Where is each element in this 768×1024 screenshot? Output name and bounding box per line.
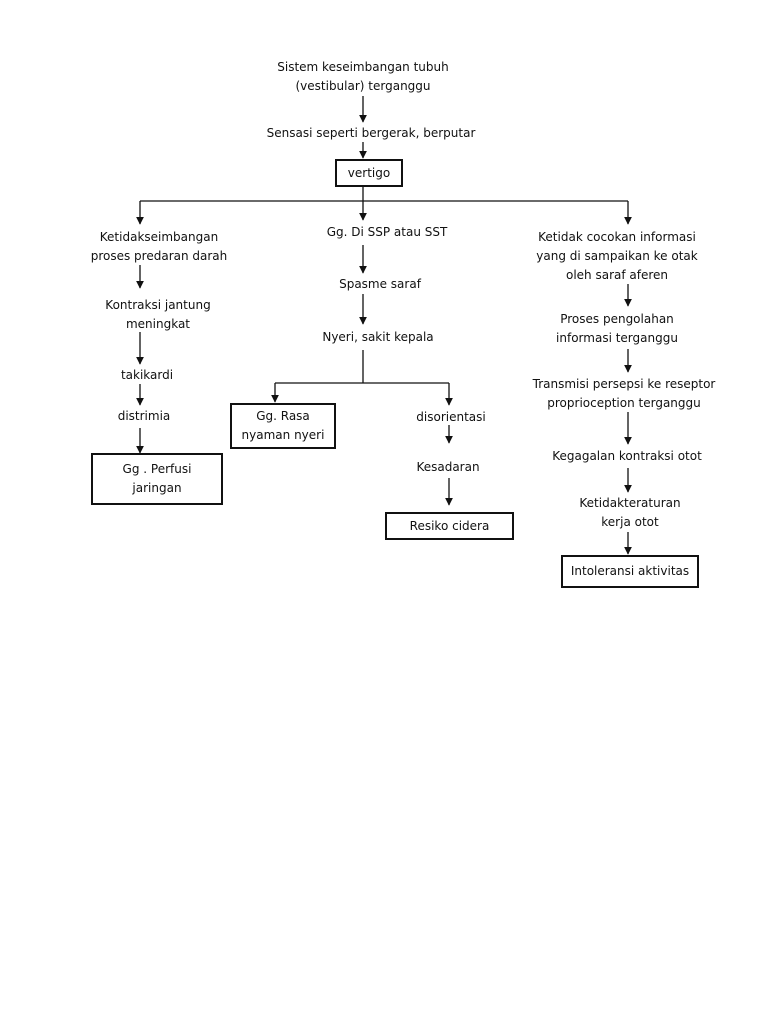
middle-left-result-line-1: Gg. Rasa [256, 409, 310, 423]
left-node-2-line-1: Kontraksi jantung [105, 298, 211, 312]
middle-node-1: Gg. Di SSP atau SST [326, 225, 448, 239]
middle-right-node-2: Kesadaran [416, 460, 480, 474]
middle-node-2: Spasme saraf [339, 277, 421, 291]
left-node-4: distrimia [117, 409, 171, 423]
right-node-2: Proses pengolahan informasi terganggu [556, 310, 678, 348]
right-node-1-line-3: oleh saraf aferen [565, 268, 669, 282]
middle-left-result-line-2: nyaman nyeri [241, 428, 325, 442]
vertigo-box: vertigo [335, 159, 403, 187]
right-node-2-line-1: Proses pengolahan [560, 312, 674, 326]
right-node-1: Ketidak cocokan informasi yang di sampai… [536, 228, 697, 285]
right-node-3-line-2: proprioception terganggu [547, 396, 701, 410]
root-line-1: Sistem keseimbangan tubuh [277, 60, 449, 74]
right-node-3-line-1: Transmisi persepsi ke reseptor [532, 377, 716, 391]
right-node-5: Ketidakteraturan kerja otot [579, 494, 680, 532]
right-node-3: Transmisi persepsi ke reseptor proprioce… [533, 375, 716, 413]
right-node-1-line-2: yang di sampaikan ke otak [536, 249, 698, 263]
right-node-5-line-2: kerja otot [601, 515, 659, 529]
middle-node-3: Nyeri, sakit kepala [322, 330, 434, 344]
left-node-2-line-2: meningkat [125, 317, 191, 331]
left-node-2: Kontraksi jantung meningkat [105, 296, 210, 334]
left-node-1: Ketidakseimbangan proses predaran darah [91, 228, 228, 266]
right-node-4: Kegagalan kontraksi otot [552, 449, 702, 463]
right-node-2-line-2: informasi terganggu [556, 331, 678, 345]
right-result-label: Intoleransi aktivitas [570, 564, 690, 578]
left-result-box: Gg . Perfusi jaringan [91, 453, 223, 505]
left-node-1-line-2: proses predaran darah [90, 249, 228, 263]
sensation-node: Sensasi seperti bergerak, berputar [266, 126, 476, 140]
root-node: Sistem keseimbangan tubuh (vestibular) t… [277, 58, 448, 96]
middle-right-node-1: disorientasi [416, 410, 486, 424]
middle-right-result-label: Resiko cidera [409, 518, 490, 533]
right-result-box: Intoleransi aktivitas [561, 555, 699, 588]
root-line-2: (vestibular) terganggu [295, 79, 431, 93]
middle-left-result-box: Gg. Rasa nyaman nyeri [230, 403, 336, 449]
middle-right-result-box: Resiko cidera [385, 512, 514, 540]
right-node-1-line-1: Ketidak cocokan informasi [538, 230, 696, 244]
left-result-line-1: Gg . Perfusi [122, 462, 192, 476]
right-node-5-line-1: Ketidakteraturan [579, 496, 681, 510]
left-node-3: takikardi [120, 368, 174, 382]
vertigo-label: vertigo [347, 165, 391, 180]
left-result-line-2: jaringan [132, 481, 182, 495]
left-node-1-line-1: Ketidakseimbangan [99, 230, 219, 244]
